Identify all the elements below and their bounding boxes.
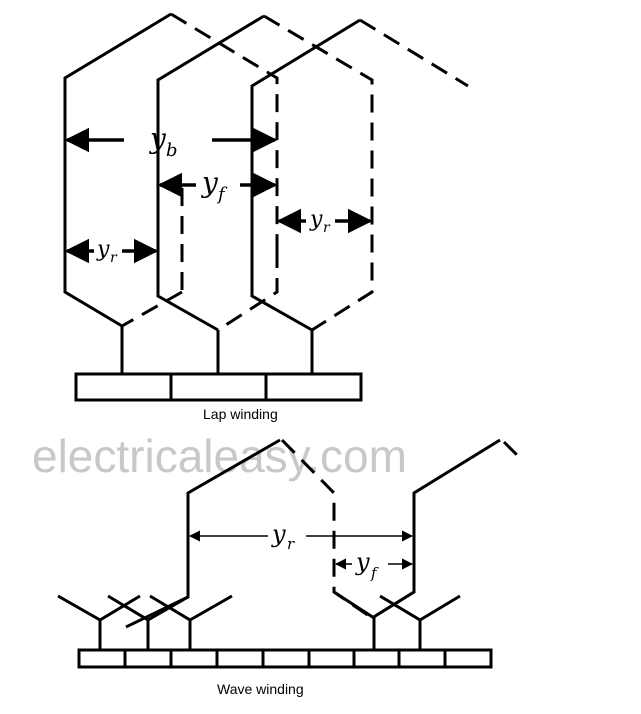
wave-right-taps: [333, 590, 461, 650]
lap-commutator: [74, 372, 363, 402]
wave-yr-label: y: [271, 520, 286, 548]
wave-winding: y r y f Wave winding: [57, 438, 522, 697]
wave-coil-left-side: [125, 438, 281, 629]
svg-text:b: b: [166, 140, 178, 161]
yb-label: y: [148, 122, 167, 155]
svg-text:f: f: [370, 564, 379, 582]
wave-yf-label: y: [355, 548, 370, 576]
wave-caption: Wave winding: [217, 681, 304, 697]
svg-text:r: r: [323, 220, 331, 236]
svg-text:r: r: [287, 535, 295, 553]
yf-label: y: [200, 166, 219, 199]
lap-coil-3: [217, 18, 469, 332]
lap-yf-dimension: y f: [157, 166, 278, 205]
yr-left-label: y: [96, 237, 110, 262]
wave-yr-dimension: y r: [188, 520, 414, 553]
lap-coil-1: [63, 12, 279, 328]
lap-caption: Lap winding: [203, 406, 278, 422]
yr-right-label: y: [309, 207, 323, 232]
wave-left-taps: [57, 594, 233, 650]
wave-commutator: [77, 648, 493, 669]
lap-yr-left-dimension: y r: [64, 237, 159, 266]
lap-yb-dimension: y b: [64, 122, 278, 161]
wave-yf-dimension: y f: [334, 548, 414, 582]
svg-text:f: f: [216, 184, 228, 205]
lap-yr-right-dimension: y r: [276, 207, 373, 236]
lap-coil-2: [156, 14, 374, 332]
svg-text:r: r: [110, 250, 118, 266]
lap-winding: y b y f y r y r Lap winding: [63, 12, 469, 422]
